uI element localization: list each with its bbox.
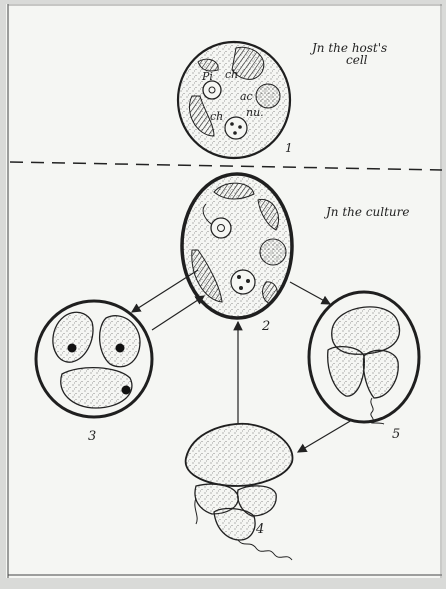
host-caption-line2: cell [346,53,368,67]
nucleus-circle [225,117,247,139]
figure-number-1: 1 [285,141,293,155]
accumulation-body [260,239,286,265]
accumulation-body [256,84,280,108]
label-ch-top: ch [225,68,238,81]
label-ch-bottom: ch [210,110,223,123]
pyrenoid-circle [203,81,221,99]
figure-number-3: 3 [88,429,96,444]
cell-3-autospores [36,301,152,417]
pyrenoid-circle [211,218,231,238]
culture-caption: Jn the culture [323,205,410,219]
label-pi: Pi [201,70,213,83]
figure-number-4: 4 [255,522,264,537]
cell-1-host: Pi ch ac ch nu. [178,42,290,158]
figure-number-5: 5 [392,427,400,442]
cell-5-sporangium [309,292,419,424]
figure-number-2: 2 [261,319,270,334]
label-nu: nu. [246,106,264,119]
label-ac: ac [240,90,253,103]
nucleus-circle [231,270,255,294]
cell-2-culture [182,174,292,318]
